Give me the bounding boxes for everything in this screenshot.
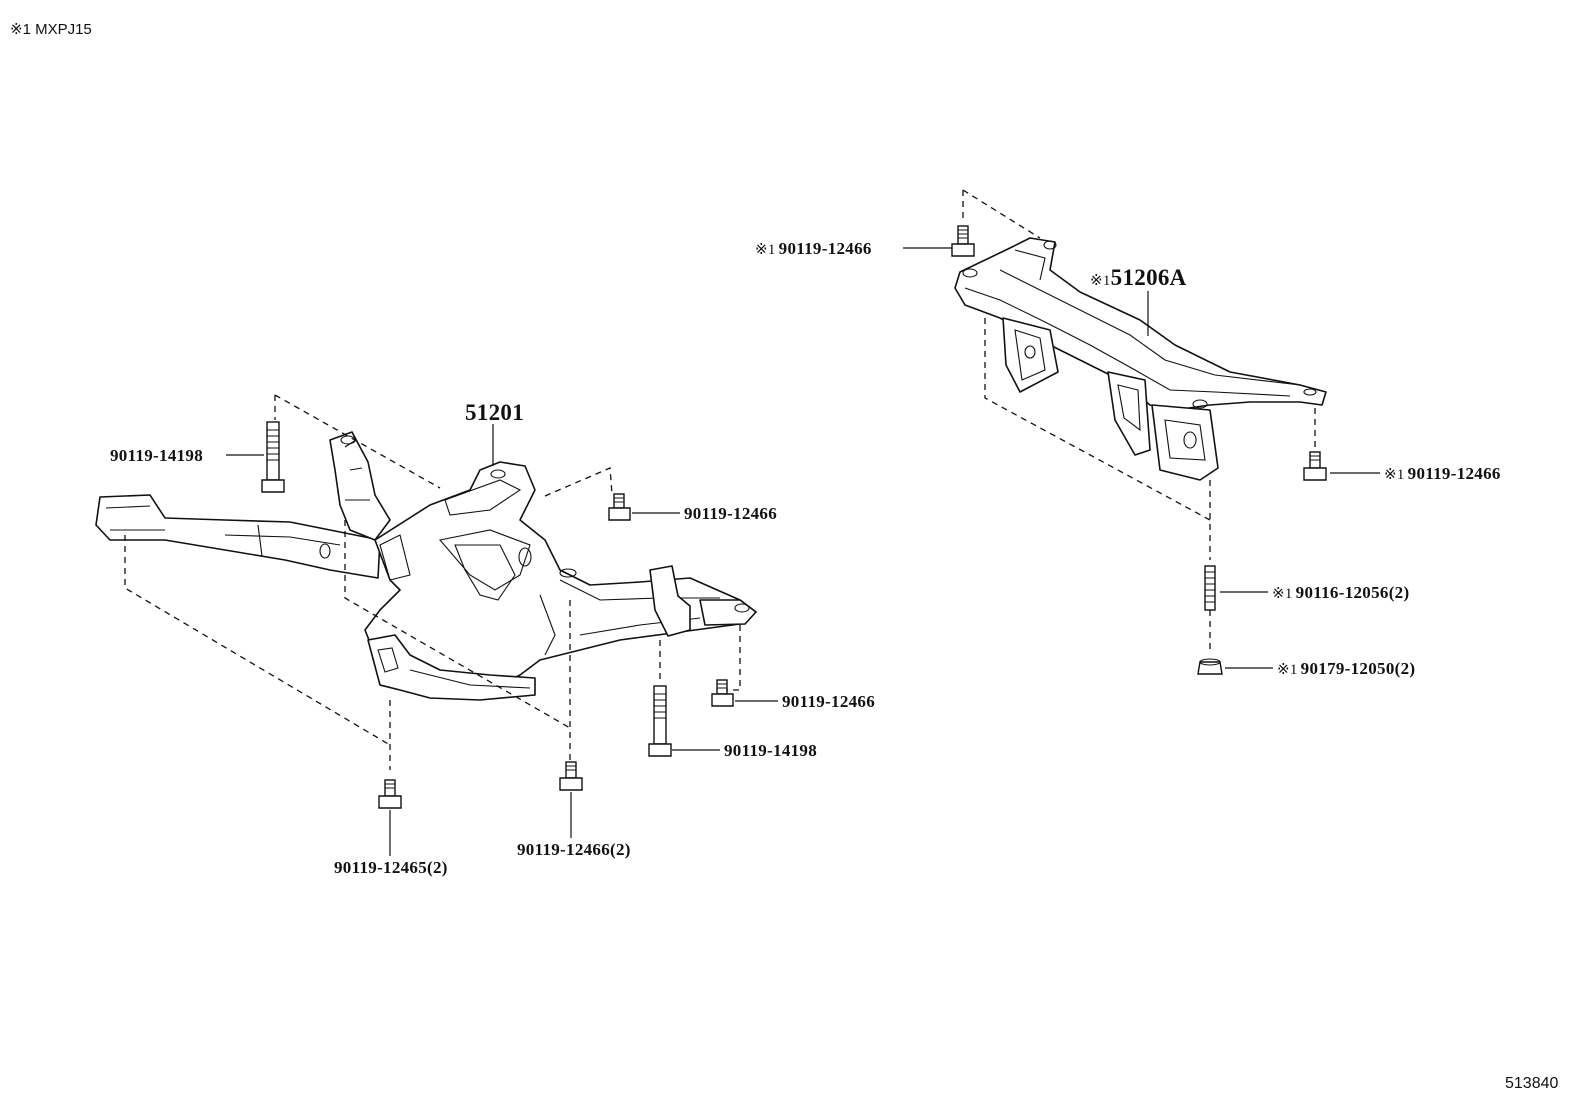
illustration-number: 513840	[1505, 1075, 1558, 1092]
label-bolt-upper-left[interactable]: 90119-14198	[110, 446, 203, 465]
rear-assembly-guides	[962, 189, 1316, 650]
rear-part-mark: ※1	[1090, 273, 1111, 289]
bolt-icon-rear-right[interactable]	[711, 679, 734, 707]
rear-crossmember-drawing[interactable]	[954, 237, 1327, 481]
pn-rear-bolt-right[interactable]: 90119-12466	[1408, 464, 1501, 483]
mark-stud: ※1	[1272, 586, 1293, 602]
rear-part-number[interactable]: ※151206A	[1090, 265, 1187, 290]
bolt-icon-upper-left[interactable]	[261, 421, 285, 493]
mark-rear-bolt-right: ※1	[1384, 467, 1405, 483]
bolt-icon-rear-top[interactable]	[951, 225, 975, 257]
bolt-icon-left-pair[interactable]	[378, 779, 402, 809]
pn-stud[interactable]: 90116-12056(2)	[1296, 583, 1410, 602]
bolt-icon-long-right[interactable]	[648, 685, 672, 757]
applicability-note: ※1 MXPJ15	[10, 21, 92, 38]
label-bolt-left-pair[interactable]: 90119-12465(2)	[334, 858, 448, 877]
mark-nut: ※1	[1277, 662, 1298, 678]
label-bolt-long-right[interactable]: 90119-14198	[724, 741, 817, 760]
bolt-icon-upper-right[interactable]	[608, 493, 631, 521]
part-number-51201[interactable]: 51201	[465, 400, 524, 425]
pn-nut[interactable]: 90179-12050(2)	[1301, 659, 1416, 678]
label-bolt-rear-right[interactable]: 90119-12466	[782, 692, 875, 711]
label-bolt-front-pair[interactable]: 90119-12466(2)	[517, 840, 631, 859]
part-number-51206a[interactable]: 51206A	[1111, 265, 1187, 290]
stud-icon[interactable]	[1204, 565, 1216, 611]
nut-icon[interactable]	[1197, 658, 1223, 675]
bolt-icon-rear-right[interactable]	[1303, 451, 1327, 481]
front-crossmember-drawing[interactable]	[95, 431, 757, 701]
label-bolt-upper-right[interactable]: 90119-12466	[684, 504, 777, 523]
bolt-icon-front-pair[interactable]	[559, 761, 583, 791]
front-assembly-guides	[124, 394, 741, 770]
mark-rear-bolt-top: ※1	[755, 242, 776, 258]
pn-rear-bolt-top[interactable]: 90119-12466	[779, 239, 872, 258]
